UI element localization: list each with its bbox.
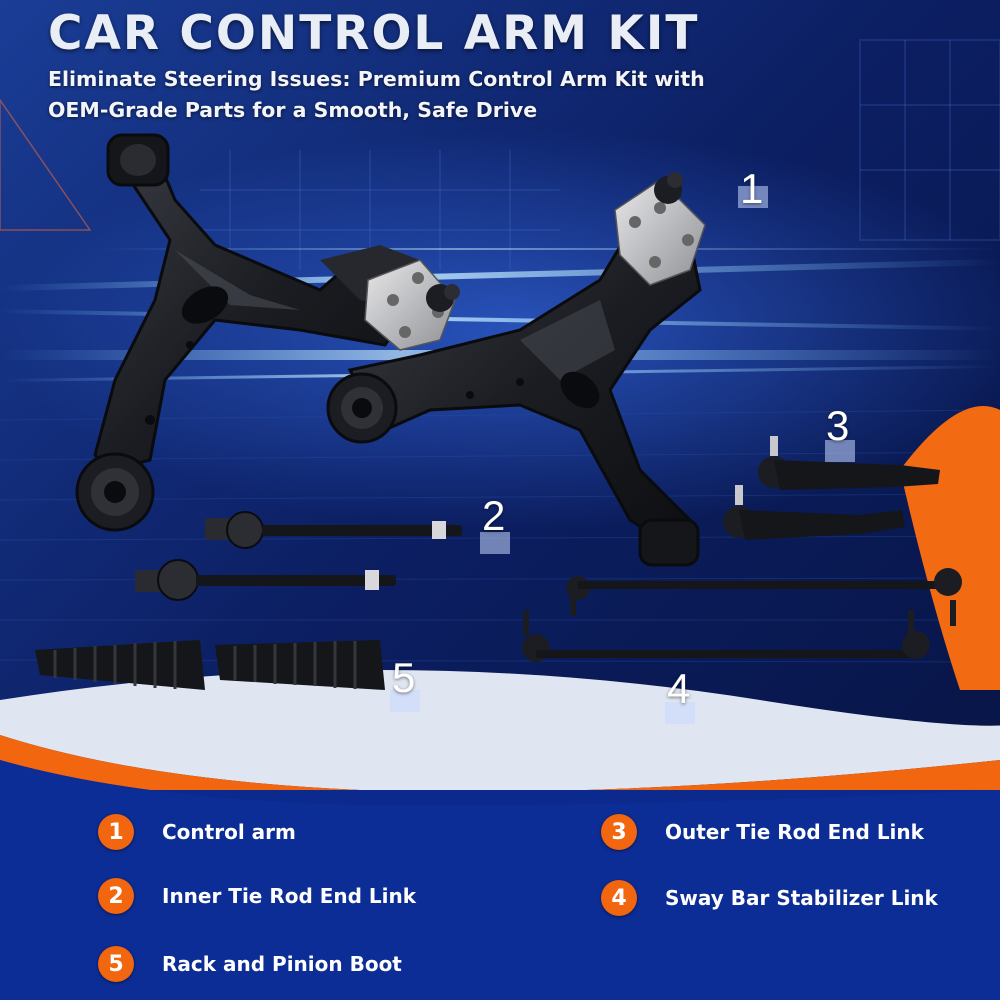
legend-item-sway-bar-link: 4 Sway Bar Stabilizer Link <box>601 878 938 918</box>
legend-number-badge: 3 <box>601 814 637 850</box>
legend-item-inner-tie-rod: 2 Inner Tie Rod End Link <box>98 876 416 916</box>
control-arm-left <box>75 133 460 532</box>
callout-number-4: 4 <box>667 665 691 712</box>
legend-item-control-arm: 1 Control arm <box>98 812 296 852</box>
callout-number-1: 1 <box>740 165 764 212</box>
legend-label: Inner Tie Rod End Link <box>162 884 417 908</box>
rack-pinion-boots <box>35 640 385 690</box>
legend-item-outer-tie-rod: 3 Outer Tie Rod End Link <box>601 812 924 852</box>
legend-number-badge: 2 <box>98 878 134 914</box>
inner-tie-rods <box>135 511 462 601</box>
page-title: CAR CONTROL ARM KIT <box>48 6 700 61</box>
sway-bar-links <box>522 568 962 662</box>
legend-label: Rack and Pinion Boot <box>162 952 402 976</box>
legend-label: Sway Bar Stabilizer Link <box>665 886 938 910</box>
legend-item-rack-pinion-boot: 5 Rack and Pinion Boot <box>98 944 402 984</box>
legend-label: Outer Tie Rod End Link <box>665 820 924 844</box>
control-arm-right <box>326 172 706 567</box>
legend-number-badge: 5 <box>98 946 134 982</box>
outer-tie-rod-ends <box>723 436 940 540</box>
legend-number-badge: 4 <box>601 880 637 916</box>
callout-number-3: 3 <box>826 402 850 449</box>
legend-number-badge: 1 <box>98 814 134 850</box>
legend-label: Control arm <box>162 820 296 844</box>
callout-number-2: 2 <box>482 492 506 539</box>
callout-number-5: 5 <box>392 654 416 701</box>
page-subtitle: Eliminate Steering Issues: Premium Contr… <box>48 67 705 122</box>
